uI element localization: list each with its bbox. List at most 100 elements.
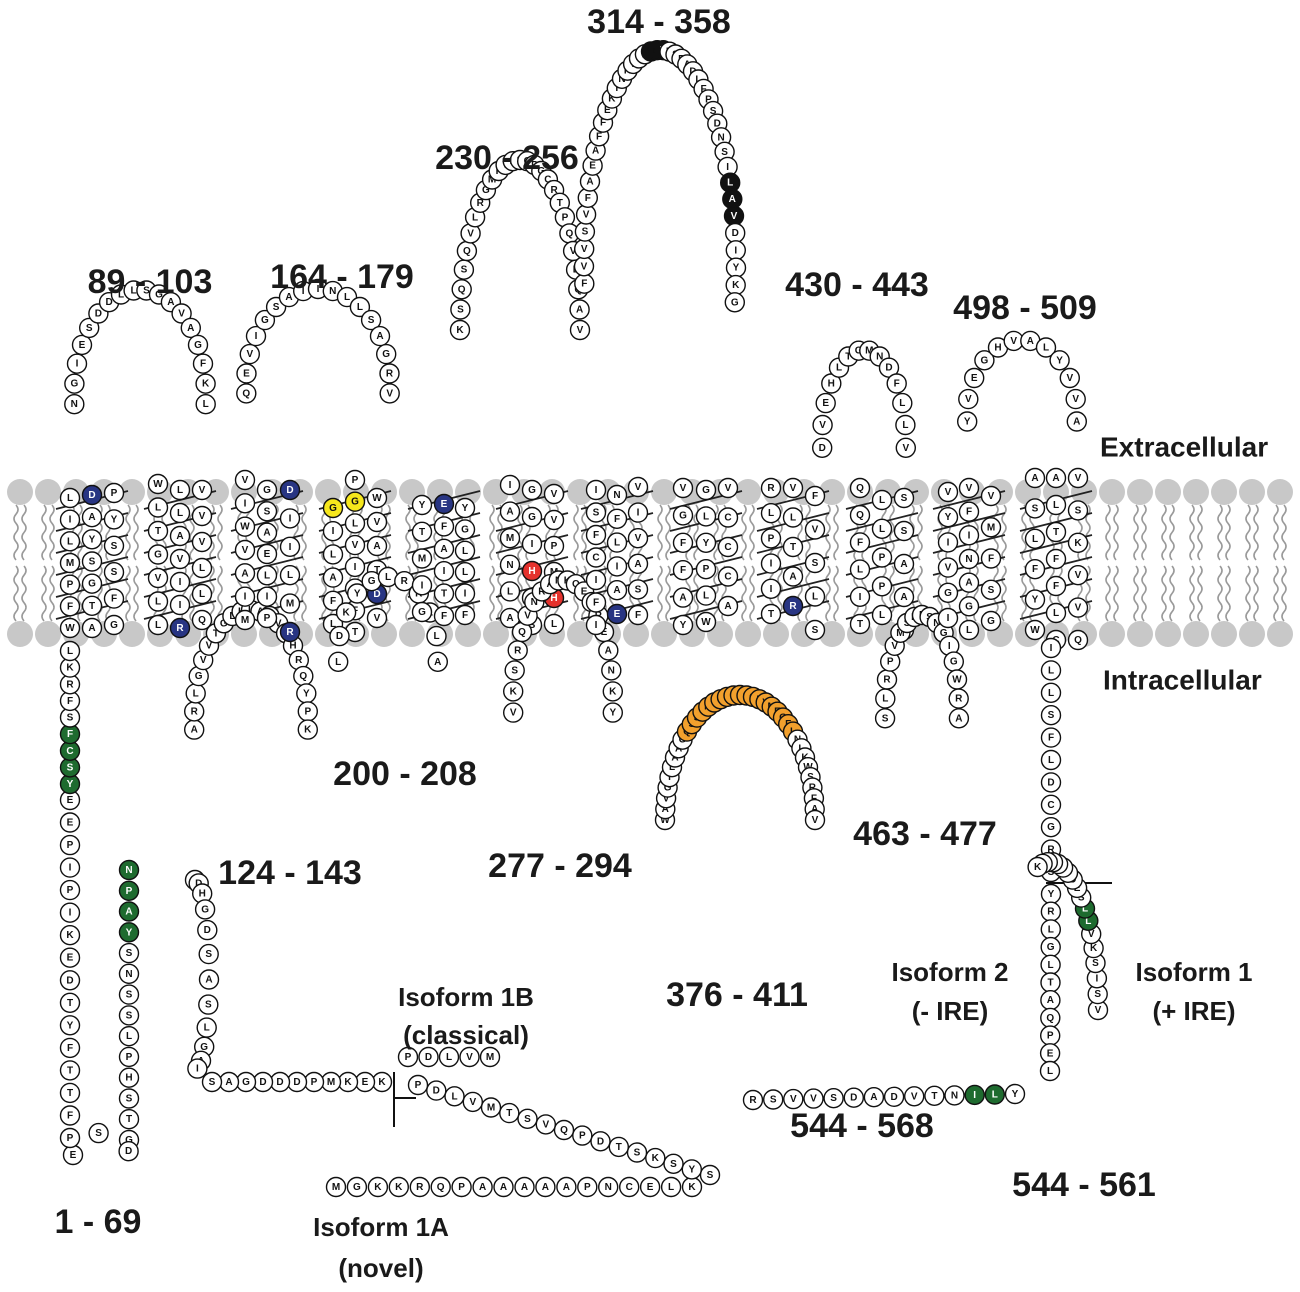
residue-letter: R (883, 675, 891, 686)
residue-letter: A (955, 713, 962, 724)
residue-circle (717, 566, 739, 587)
residue-circle (874, 708, 896, 729)
residue-letter: K (652, 1153, 660, 1164)
range-label-314-358: 314 - 358 (587, 3, 731, 41)
residue-letter: C (724, 572, 731, 583)
residue-letter: G (940, 628, 948, 639)
residue-letter: L (446, 1052, 452, 1063)
residue-circle (602, 702, 623, 723)
residue-letter: A (1027, 336, 1034, 347)
residue-letter: L (330, 549, 336, 560)
residue-circle (493, 1176, 514, 1198)
residue-letter: G (664, 783, 672, 794)
residue-letter: R (386, 369, 394, 380)
residue-letter: L (695, 75, 701, 86)
residue-letter: N (951, 1090, 958, 1101)
residue-circle (499, 501, 521, 522)
lipid-tail (1273, 504, 1279, 561)
residue-letter: V (352, 540, 359, 551)
residue-circle (433, 516, 455, 537)
residue-circle (433, 605, 455, 627)
residue-circle (1045, 467, 1067, 489)
residue-letter: P (887, 657, 894, 668)
lipid-tail (1133, 504, 1139, 561)
residue-letter: L (703, 591, 709, 602)
lipid-tail (1281, 504, 1287, 561)
lipid-tail (581, 504, 587, 561)
lipid-tail (125, 504, 131, 561)
lipid-tail (665, 565, 671, 622)
residue-circle (499, 474, 521, 496)
residue-letter: V (911, 1091, 918, 1102)
residue-circle (256, 565, 278, 586)
residue-letter: V (242, 475, 249, 486)
residue-circle (59, 879, 81, 901)
residue-circle (627, 476, 649, 498)
residue-circle (1024, 498, 1046, 519)
residue-letter: M (896, 628, 904, 639)
residue-letter: S (457, 305, 464, 316)
residue-letter: I (1050, 643, 1053, 654)
residue-letter: K (608, 94, 616, 105)
lipid-tail (1189, 565, 1195, 622)
residue-circle (407, 1074, 429, 1096)
residue-letter: L (155, 620, 161, 631)
residue-letter: L (1048, 755, 1054, 766)
residue-circle (279, 593, 301, 614)
residue-letter: G (482, 185, 490, 196)
residue-letter: L (177, 485, 183, 496)
residue-letter: F (1048, 733, 1054, 744)
residue-letter: S (126, 1010, 133, 1021)
residue-circle (71, 334, 93, 356)
residue-circle (451, 279, 472, 300)
residue-letter: W (952, 675, 962, 686)
residue-letter: V (945, 563, 952, 574)
residue-letter: M (487, 1103, 495, 1114)
residue-letter: D (95, 309, 102, 320)
residue-circle (815, 392, 836, 414)
residue-letter: G (944, 588, 952, 599)
lipid-tail (825, 565, 831, 622)
residue-letter: A (1031, 473, 1038, 484)
residue-letter: S (707, 1170, 714, 1181)
residue-letter: L (668, 1182, 674, 1193)
residue-letter: L (287, 570, 293, 581)
residue-letter: G (263, 485, 271, 496)
lipid-tail (657, 565, 663, 622)
residue-circle (81, 617, 103, 639)
lipid-tail (405, 504, 411, 561)
residue-circle (234, 493, 256, 514)
residue-letter: D (195, 878, 202, 889)
residue-circle (81, 595, 103, 616)
residue-circle (1067, 467, 1089, 489)
residue-circle (672, 560, 694, 581)
residue-letter: S (670, 1159, 677, 1170)
residue-letter: I (443, 566, 446, 577)
lipid-tail (1169, 504, 1175, 561)
residue-circle (606, 603, 628, 625)
residue-circle (366, 607, 388, 629)
residue-letter: A (1073, 417, 1080, 428)
residue-circle (521, 506, 543, 528)
residue-circle (59, 1060, 81, 1081)
residue-letter: S (86, 323, 93, 334)
residue-circle (585, 547, 607, 568)
residue-circle (980, 485, 1002, 507)
residue-letter: E (243, 369, 250, 380)
residue-circle (517, 1108, 538, 1130)
residue-circle (984, 1084, 1005, 1105)
residue-letter: P (879, 553, 886, 564)
lipid-head (455, 621, 481, 647)
lipid-head (819, 621, 845, 647)
residue-circle (118, 1046, 140, 1068)
lipid-tail (749, 565, 755, 622)
